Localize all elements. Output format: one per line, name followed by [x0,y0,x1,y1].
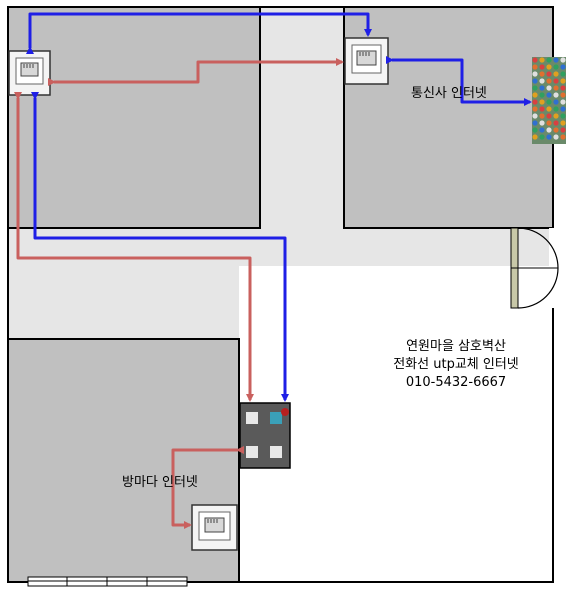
jack-icon-top-left [8,50,51,96]
red-link-panel [14,92,254,402]
red-link-jacks [48,58,344,86]
open-area [240,266,552,581]
door-icon [510,227,559,309]
utp-cable-icon [532,57,566,144]
window-icon [27,576,188,587]
room-internet-label: 방마다 인터넷 [122,475,198,490]
info-line-2: 전화선 utp교체 인터넷 [393,357,519,372]
red-link-room [171,446,244,529]
corridor-area-left [9,228,239,340]
jack-icon-bottom-room [191,504,238,551]
info-line-3: 010-5432-6667 [405,375,507,390]
room-top-left [7,6,261,229]
blue-link-isp [386,56,532,106]
info-block: 연원마을 삼호벽산 전화선 utp교체 인터넷 010-5432-6667 [340,338,566,392]
info-line-1: 연원마을 삼호벽산 [406,339,506,354]
patch-panel-icon [239,402,291,469]
isp-internet-label: 통신사 인터넷 [411,86,487,101]
blue-link-top [26,12,372,54]
jack-icon-top-right [344,37,389,85]
